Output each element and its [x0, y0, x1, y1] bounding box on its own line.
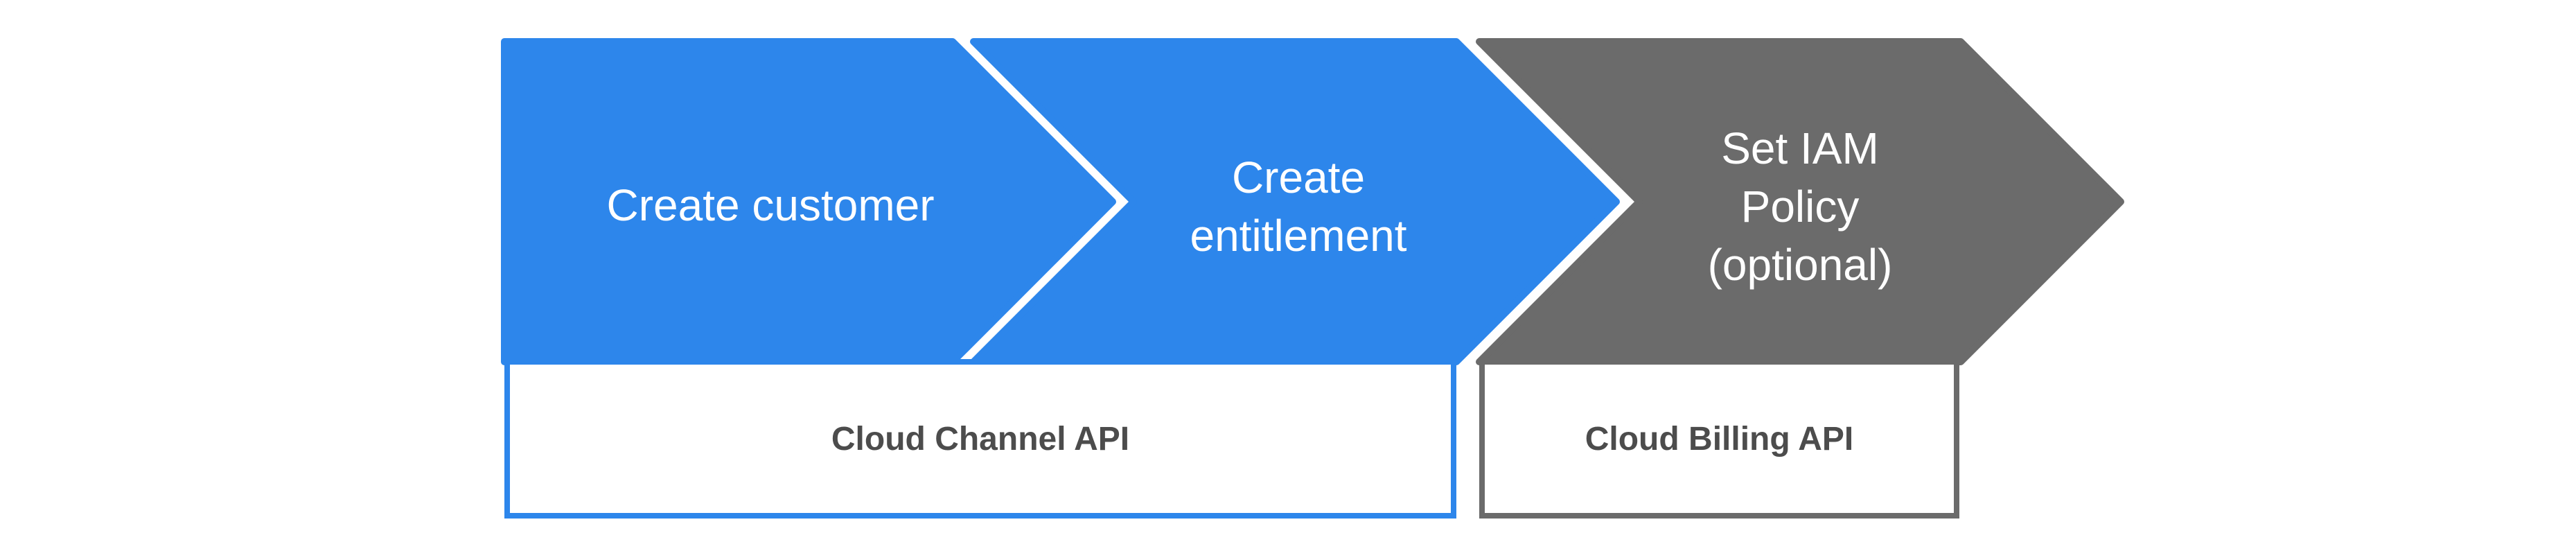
arrow-create-customer-shape [501, 38, 1116, 365]
step-label-line: Create [1231, 152, 1366, 202]
api-box-label: Cloud Billing API [1585, 420, 1854, 458]
step-label-line: Policy [1740, 182, 1860, 232]
api-box-cloud-billing: Cloud Billing API [1479, 359, 1959, 518]
step-label-create-customer: Create customer [606, 176, 934, 234]
api-box-cloud-channel: Cloud Channel API [504, 359, 1456, 518]
step-label-set-iam-policy: Set IAM Policy (optional) [1708, 119, 1893, 294]
step-label-line: entitlement [1190, 211, 1407, 261]
arrow-create-entitlement-shape [970, 38, 1620, 365]
step-label-line: (optional) [1707, 240, 1893, 290]
api-box-label: Cloud Channel API [831, 420, 1130, 458]
arrow-set-iam-policy-shape [1476, 38, 2124, 365]
step-label-line: Create customer [606, 180, 935, 230]
step-label-line: Set IAM [1721, 123, 1879, 173]
step-label-create-entitlement: Create entitlement [1190, 148, 1406, 265]
